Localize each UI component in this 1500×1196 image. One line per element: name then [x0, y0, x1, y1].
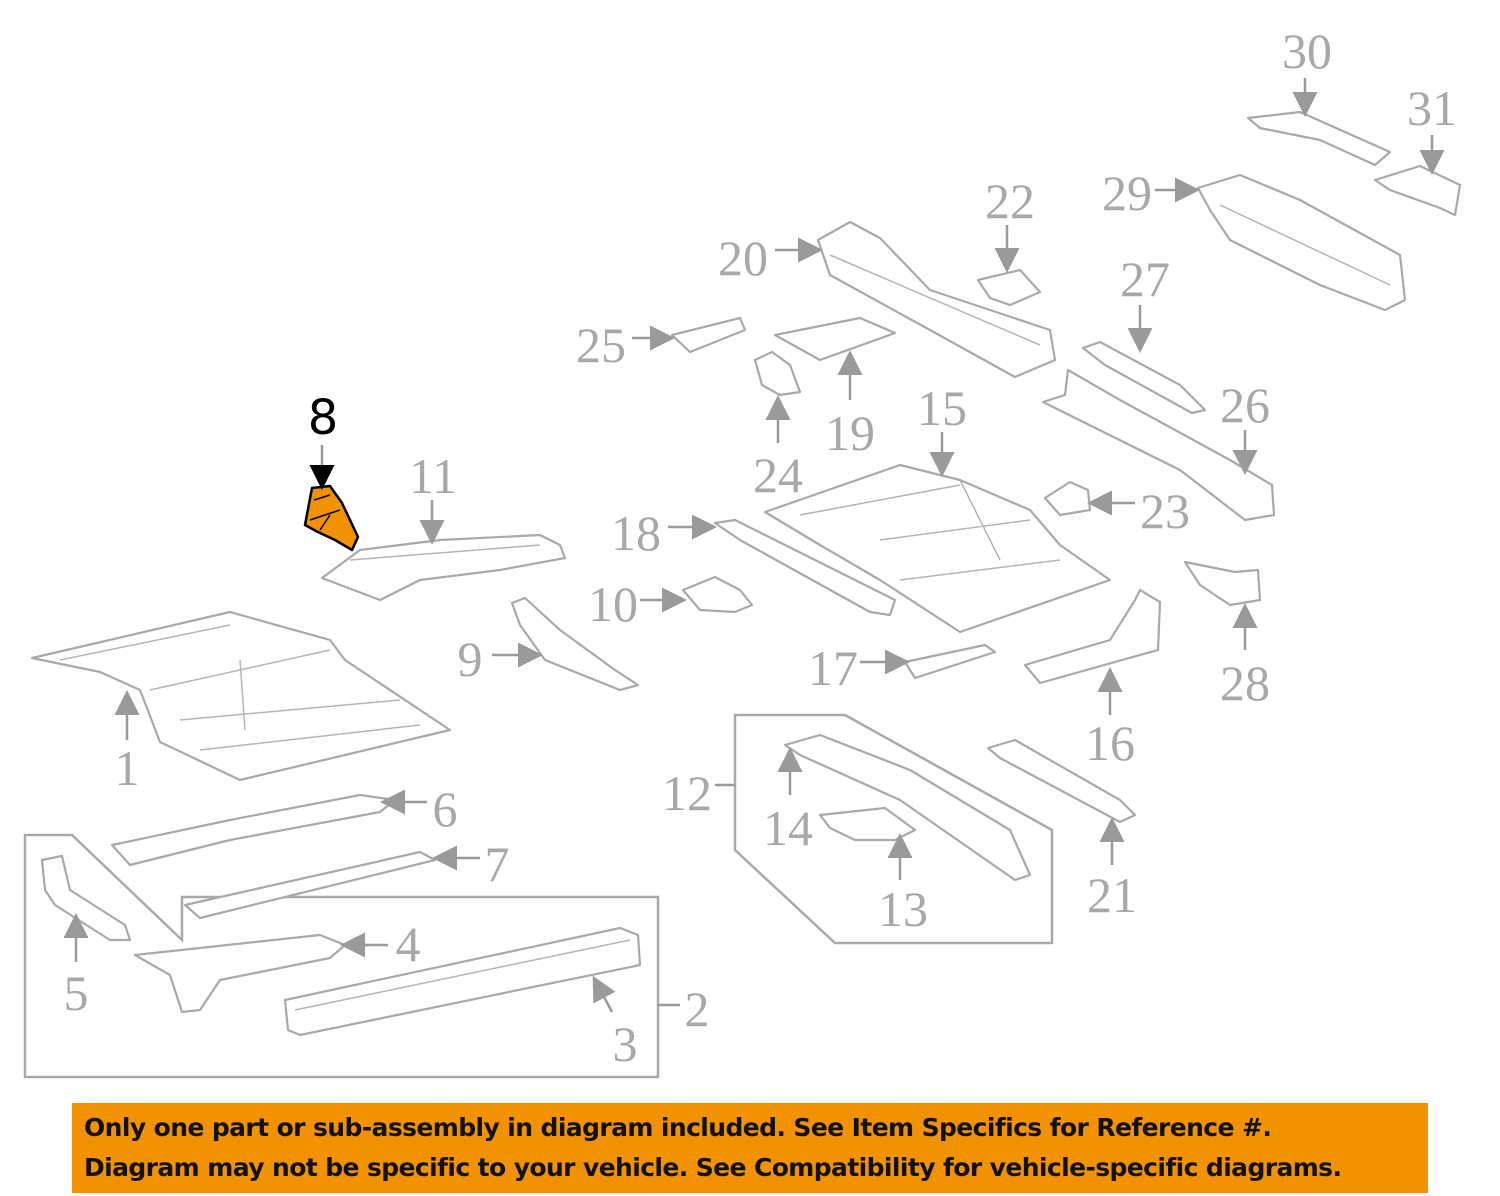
- part-31[interactable]: [1373, 164, 1462, 217]
- label-7: 7: [485, 836, 510, 892]
- part-25[interactable]: [670, 316, 747, 354]
- label-4: 4: [396, 916, 421, 972]
- part-28[interactable]: [1183, 560, 1262, 607]
- part-6[interactable]: [110, 793, 397, 867]
- part-29[interactable]: [1196, 173, 1407, 312]
- part-5[interactable]: [40, 854, 132, 942]
- part-17[interactable]: [903, 643, 997, 680]
- label-20: 20: [718, 230, 768, 286]
- part-30[interactable]: [1246, 110, 1392, 167]
- part-24[interactable]: [753, 350, 802, 397]
- label-21: 21: [1087, 867, 1137, 923]
- label-23: 23: [1140, 483, 1190, 539]
- label-3: 3: [613, 1016, 638, 1072]
- label-26: 26: [1220, 377, 1270, 433]
- part-23[interactable]: [1043, 480, 1092, 517]
- part-13[interactable]: [818, 806, 917, 842]
- label-25: 25: [576, 317, 626, 373]
- label-11: 11: [409, 448, 457, 504]
- part-9[interactable]: [510, 596, 640, 692]
- disclaimer-line-2: Diagram may not be specific to your vehi…: [84, 1153, 1342, 1182]
- label-13: 13: [878, 881, 928, 937]
- part-10[interactable]: [681, 575, 754, 614]
- label-1: 1: [115, 740, 140, 796]
- part-3-rocker-panel[interactable]: [283, 926, 642, 1037]
- part-20[interactable]: [816, 220, 1057, 379]
- label-2: 2: [685, 981, 710, 1037]
- label-29: 29: [1102, 165, 1152, 221]
- disclaimer-line-1: Only one part or sub-assembly in diagram…: [84, 1113, 1272, 1142]
- label-12: 12: [662, 765, 712, 821]
- label-10: 10: [588, 576, 638, 632]
- label-5: 5: [64, 965, 89, 1021]
- label-6: 6: [433, 781, 458, 837]
- part-18[interactable]: [713, 518, 897, 617]
- label-16: 16: [1085, 715, 1135, 771]
- label-28: 28: [1220, 655, 1270, 711]
- label-30: 30: [1282, 23, 1332, 79]
- part-21[interactable]: [986, 738, 1137, 824]
- part-8-highlighted[interactable]: [303, 484, 360, 552]
- label-24: 24: [753, 447, 803, 503]
- label-15: 15: [917, 380, 967, 436]
- label-31: 31: [1407, 80, 1457, 136]
- label-18: 18: [611, 505, 661, 561]
- label-17: 17: [808, 640, 858, 696]
- part-14[interactable]: [783, 733, 1032, 882]
- label-19: 19: [825, 405, 875, 461]
- part-19[interactable]: [773, 316, 897, 362]
- part-4[interactable]: [133, 933, 347, 1014]
- part-11[interactable]: [320, 533, 567, 602]
- part-27[interactable]: [1081, 340, 1207, 415]
- disclaimer-banner: Only one part or sub-assembly in diagram…: [72, 1103, 1428, 1193]
- part-16[interactable]: [1023, 588, 1162, 685]
- label-14: 14: [763, 800, 813, 856]
- group-box-12: [733, 713, 1054, 945]
- label-9: 9: [458, 631, 483, 687]
- part-22[interactable]: [976, 268, 1042, 307]
- group-box-2: [23, 833, 660, 1079]
- label-27: 27: [1120, 251, 1170, 307]
- label-8-highlighted: 8: [308, 390, 339, 446]
- part-7[interactable]: [183, 850, 437, 920]
- part-1-front-floor-pan[interactable]: [30, 610, 452, 782]
- label-22: 22: [985, 173, 1035, 229]
